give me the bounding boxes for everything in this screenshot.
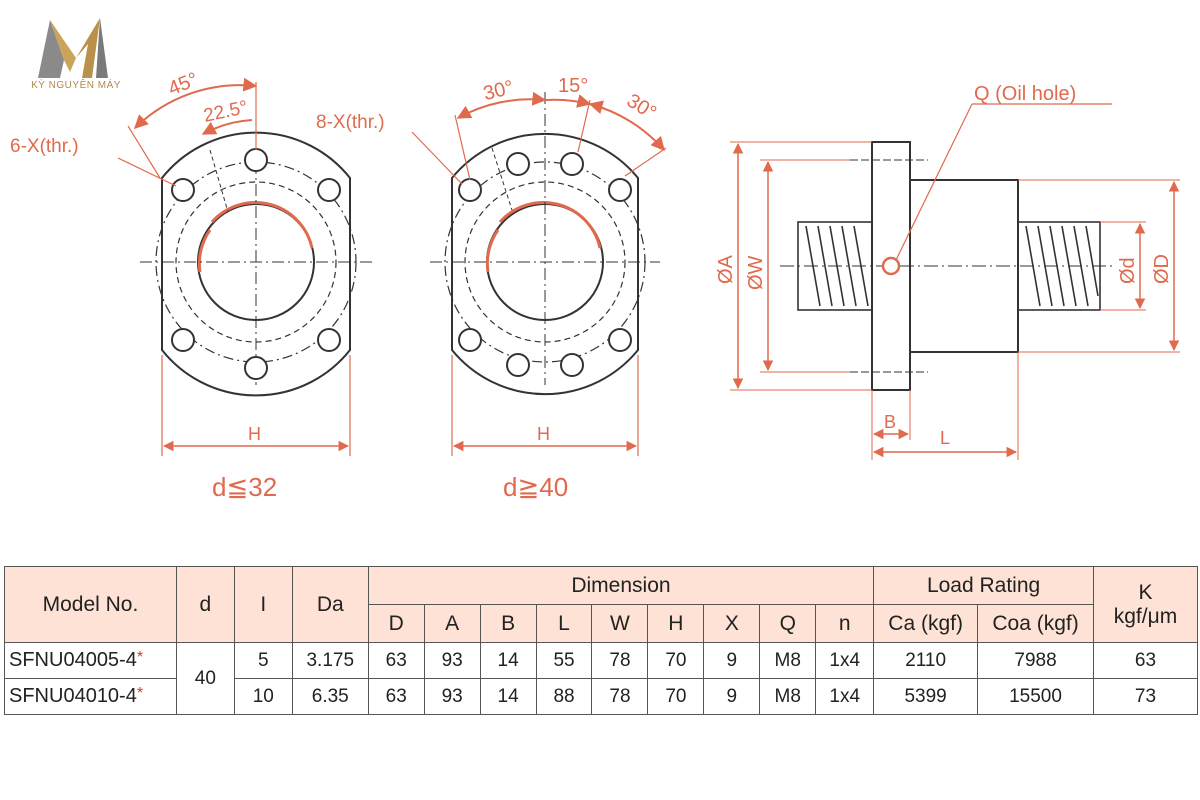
dia-W-label: ØW — [745, 255, 767, 290]
k-cell: 73 — [1092, 678, 1199, 715]
oil-hole-label: Q (Oil hole) — [974, 83, 1076, 105]
dim-cell: 78 — [591, 678, 649, 715]
len-B-label: B — [884, 412, 896, 432]
header-k-unit: kgf/μm — [1113, 604, 1178, 628]
logo-mark-icon — [38, 18, 108, 78]
dim-cell: 70 — [647, 642, 705, 679]
dim-cell: 63 — [367, 678, 425, 715]
dim-cell: M8 — [759, 642, 817, 679]
header-l: I — [233, 566, 293, 643]
left-caption: d≦32 — [212, 472, 277, 502]
dim-cell: 9 — [703, 642, 761, 679]
header-ca: Ca (kgf) — [873, 604, 979, 643]
dim-cell: 14 — [479, 642, 537, 679]
model-name: SFNU04005-4 — [9, 649, 137, 671]
dia-D-label: ØD — [1151, 254, 1173, 284]
middle-hole-label: 8-X(thr.) — [316, 112, 385, 133]
dim-cell: 63 — [367, 642, 425, 679]
header-dimension: Dimension — [367, 566, 875, 605]
middle-width-label: H — [537, 424, 550, 444]
dim-cell: 93 — [423, 678, 481, 715]
ca-cell: 2110 — [873, 642, 979, 679]
left-hole-label: 6-X(thr.) — [10, 136, 79, 157]
header-dim: A — [423, 604, 481, 643]
coa-cell: 7988 — [977, 642, 1094, 679]
l-cell: 10 — [233, 678, 293, 715]
dim-cell: 78 — [591, 642, 649, 679]
dim-cell: M8 — [759, 678, 817, 715]
header-dim: W — [591, 604, 649, 643]
header-dim: D — [367, 604, 425, 643]
technical-drawing: 45° 22.5° 6-X(thr.) H d≦32 — [10, 69, 1180, 502]
dia-A-label: ØA — [715, 254, 737, 284]
bolt-holes-8 — [458, 152, 632, 377]
middle-flange-view: 30° 15° 30° 8-X(thr.) H d≧40 — [316, 75, 667, 502]
spec-table: Model No. d I Da Dimension Load Rating K… — [4, 566, 1199, 715]
dim-cell: 14 — [479, 678, 537, 715]
header-load-rating: Load Rating — [873, 566, 1094, 605]
dim-cell: 93 — [423, 642, 481, 679]
d-cell: 40 — [175, 642, 235, 715]
dia-d-label: Ød — [1117, 257, 1139, 284]
header-d: d — [175, 566, 235, 643]
da-cell: 3.175 — [291, 642, 369, 679]
model-cell: SFNU04005-4* — [4, 642, 177, 679]
header-model: Model No. — [4, 566, 177, 643]
dim-cell: 1x4 — [815, 642, 875, 679]
brand-name: KỲ NGUYÊN MÁY — [31, 80, 121, 91]
da-cell: 6.35 — [291, 678, 369, 715]
coa-cell: 15500 — [977, 678, 1094, 715]
dim-cell: 55 — [535, 642, 593, 679]
header-row-2: D A B L W H X Q n Ca (kgf) Coa (kgf) — [5, 604, 1198, 643]
l-cell: 5 — [233, 642, 293, 679]
k-cell: 63 — [1092, 642, 1199, 679]
dim-cell: 70 — [647, 678, 705, 715]
model-cell: SFNU04010-4* — [4, 678, 177, 715]
dim-cell: 88 — [535, 678, 593, 715]
middle-angle-mid: 15° — [558, 75, 588, 97]
left-width-label: H — [248, 424, 261, 444]
table-row: SFNU04010-4* 10 6.35 63 93 14 88 78 70 9… — [4, 678, 1199, 715]
left-angle-outer: 45° — [165, 69, 201, 101]
header-dim: Q — [759, 604, 817, 643]
header-k-label: K — [1138, 580, 1153, 604]
header-coa: Coa (kgf) — [977, 604, 1094, 643]
header-dim: n — [815, 604, 875, 643]
header-k: K kgf/μm — [1092, 566, 1199, 643]
header-dim: H — [647, 604, 705, 643]
middle-caption: d≧40 — [503, 472, 568, 502]
oil-hole-icon — [881, 256, 901, 276]
side-view: Q (Oil hole) ØA ØW Ød ØD B L — [715, 83, 1180, 460]
len-L-label: L — [940, 428, 950, 448]
star-mark: * — [136, 685, 144, 702]
dim-cell: 9 — [703, 678, 761, 715]
header-dim: X — [703, 604, 761, 643]
left-angle-inner: 22.5° — [202, 97, 250, 127]
header-dim: L — [535, 604, 593, 643]
left-flange-view: 45° 22.5° 6-X(thr.) H d≦32 — [10, 69, 372, 502]
dim-cell: 1x4 — [815, 678, 875, 715]
header-row-1: Model No. d I Da Dimension Load Rating K… — [4, 566, 1199, 643]
table-row: SFNU04005-4* 40 5 3.175 63 93 14 55 78 7… — [4, 642, 1199, 715]
ca-cell: 5399 — [873, 678, 979, 715]
header-dim: B — [479, 604, 537, 643]
model-name: SFNU04010-4 — [9, 685, 137, 707]
star-mark: * — [136, 649, 144, 666]
header-da: Da — [291, 566, 369, 643]
